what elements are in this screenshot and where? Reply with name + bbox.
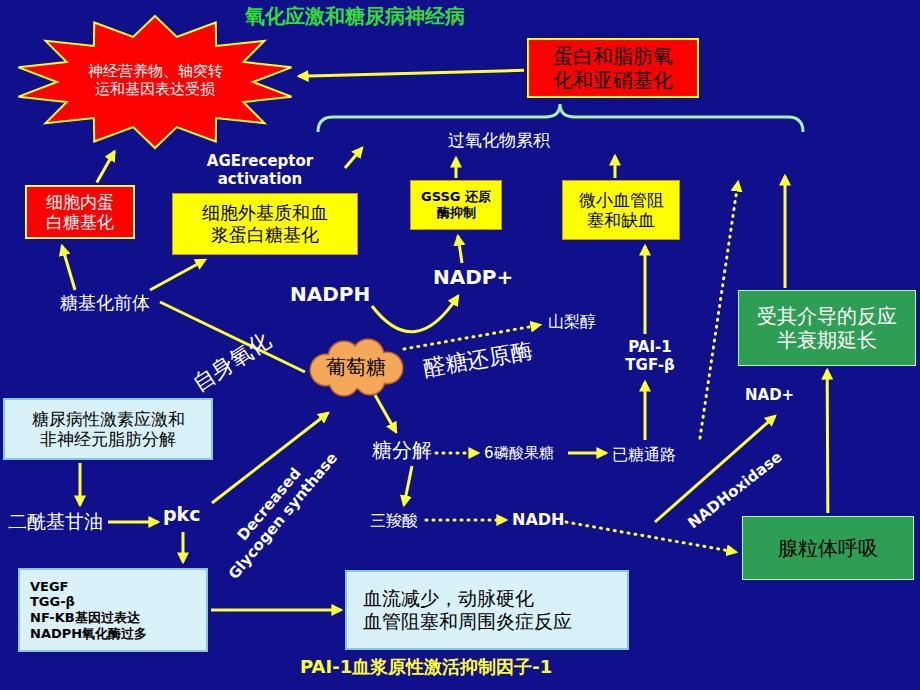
node-text: NF-KB基因过表达 xyxy=(30,610,140,626)
node-text: 受其介导的反应半衰期延长 xyxy=(751,304,903,352)
arrow-line xyxy=(79,463,82,505)
node-text: TGG-β xyxy=(30,594,75,610)
arrow-line xyxy=(108,521,158,524)
process-box: 细胞内蛋白糖基化 xyxy=(25,185,135,239)
node-text: GSSG 还原酶抑制 xyxy=(417,189,495,220)
dotted-line xyxy=(426,519,506,522)
arrow-line xyxy=(372,296,458,332)
node-text: 细胞内蛋白糖基化 xyxy=(45,192,115,233)
process-box: 细胞外基质和血浆蛋白糖基化 xyxy=(172,193,358,255)
flow-label: 6磷酸果糖 xyxy=(484,444,554,462)
process-box: GSSG 还原酶抑制 xyxy=(410,180,502,230)
flow-label: NAD+ xyxy=(745,386,794,404)
flow-label: AGEreceptor activation xyxy=(200,152,320,188)
flow-label: pkc xyxy=(163,503,201,526)
process-box: 微小血管阻塞和缺血 xyxy=(562,180,680,240)
node-text: 血管阻塞和周围炎症反应 xyxy=(363,610,572,633)
flow-label: NADH xyxy=(512,510,564,529)
glucose-cloud: 葡萄糖 xyxy=(308,340,404,394)
flow-arrow xyxy=(97,151,115,182)
arrow-line xyxy=(62,246,75,290)
cause-box: 糖尿病性激素应激和非神经元脂肪分解 xyxy=(3,398,213,460)
arrow-line xyxy=(455,158,458,178)
flow-label: 过氧化物累积 xyxy=(448,130,550,150)
node-text: 葡萄糖 xyxy=(326,355,386,379)
flow-label: NADPH xyxy=(290,282,370,306)
node-text: VEGF xyxy=(30,579,69,595)
flow-label: 二酰基甘油 xyxy=(8,510,103,533)
flow-label: 糖基化前体 xyxy=(60,292,150,314)
arrow-line xyxy=(375,395,396,432)
flow-label: NADP+ xyxy=(433,265,513,289)
node-text: NADPH氧化酶过多 xyxy=(30,626,147,642)
node-text: 神经营养物、轴突转运和基因表达受损 xyxy=(85,62,225,98)
starburst-callout: 神经营养物、轴突转运和基因表达受损 xyxy=(15,12,295,148)
arrow-line xyxy=(404,466,412,505)
flow-arrow xyxy=(211,609,341,612)
flow-label: 已糖通路 xyxy=(612,445,676,464)
arrow-line xyxy=(150,260,205,290)
arrow-line xyxy=(784,176,787,288)
outcome-box: 蛋白和脂肪氧化和亚硝基化 xyxy=(527,38,699,98)
solid-arrows xyxy=(62,148,785,562)
process-box: 腺粒体呼吸 xyxy=(742,516,914,580)
node-text: 蛋白和脂肪氧化和亚硝基化 xyxy=(549,44,677,92)
node-text: 糖尿病性激素应激和非神经元脂肪分解 xyxy=(29,409,187,450)
starburst-outline xyxy=(19,16,292,148)
arrow-line xyxy=(458,236,462,263)
flow-label: PAI-1 TGF-β xyxy=(620,338,680,374)
arrow-line xyxy=(568,452,606,455)
arrow-line xyxy=(644,382,647,440)
flow-label: 山梨醇 xyxy=(548,312,596,331)
node-text: 腺粒体呼吸 xyxy=(778,536,878,560)
flow-arrow xyxy=(299,70,524,76)
footnote-caption: PAI-1血浆原性激活抑制因子-1 xyxy=(300,656,552,678)
curly-bracket xyxy=(318,104,803,132)
flow-label: 三羧酸 xyxy=(370,511,418,530)
flow-arrow xyxy=(826,370,830,513)
node-text: 血流减少，动脉硬化 xyxy=(363,587,534,610)
dotted-line xyxy=(436,452,478,455)
effect-box: 受其介导的反应半衰期延长 xyxy=(738,290,916,366)
list-box: VEGFTGG-βNF-KB基因过表达NADPH氧化酶过多 xyxy=(18,568,208,652)
arrow-line xyxy=(614,156,617,178)
outcome-box: 血流减少，动脉硬化血管阻塞和周围炎症反应 xyxy=(345,570,629,650)
flow-label: 糖分解 xyxy=(372,438,432,462)
arrow-line xyxy=(182,532,185,562)
dotted-line xyxy=(566,522,736,552)
dotted-line xyxy=(700,182,738,438)
flow-label: Decreased Glycogen synthase xyxy=(211,437,341,583)
diagram-title: 氧化应激和糖尿病神经病 xyxy=(245,4,465,28)
arrow-line xyxy=(644,246,647,334)
node-text: 细胞外基质和血浆蛋白糖基化 xyxy=(201,202,329,245)
arrow-line xyxy=(345,148,362,168)
node-text: 微小血管阻塞和缺血 xyxy=(577,190,665,231)
